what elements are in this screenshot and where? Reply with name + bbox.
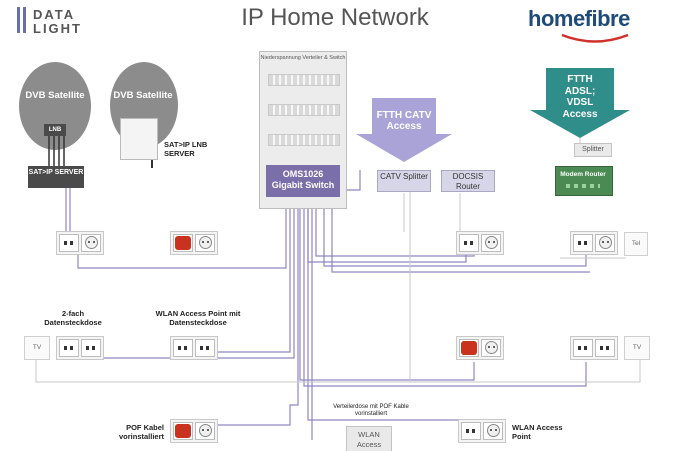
din-rail-1 <box>268 74 340 86</box>
catv-splitter: CATV Splitter <box>377 170 431 192</box>
docsis-router: DOCSIS Router <box>441 170 495 192</box>
wlan-ap-dose-label: WLAN Access Point mit Datensteckdose <box>155 309 241 327</box>
pof-port-icon <box>173 422 193 440</box>
satip-lnb-device <box>120 118 158 160</box>
din-rail-3 <box>268 134 340 146</box>
pof-kabel-label: POF Kabel vorinstalliert <box>118 423 164 441</box>
modem-router-lights-icon <box>566 184 600 188</box>
power-outlet-icon <box>481 339 501 357</box>
page-title: IP Home Network <box>241 4 429 31</box>
datensteckdose-label: 2-fach Datensteckdose <box>44 309 102 327</box>
ftth-catv-label: FTTH CATV Access <box>376 110 432 132</box>
wlan-access-box: WLAN Access <box>346 426 392 451</box>
modem-router-label: Modem Router <box>560 171 606 178</box>
data-port-icon <box>173 339 193 357</box>
data-port-icon <box>573 339 593 357</box>
pof-port-icon <box>173 234 193 252</box>
data-port-icon <box>461 422 481 440</box>
ftth-adsl-label: FTTH ADSL; VDSL Access <box>562 74 598 120</box>
socket-pof-bottom <box>170 419 218 443</box>
socket-pof-lower <box>456 336 504 360</box>
tv-right: TV <box>624 336 650 360</box>
wlan-ap-label: WLAN Access Point <box>512 423 563 441</box>
dvb-satellite-label-1: DVB Satellite <box>25 90 85 101</box>
dvb-satellite-label-2: DVB Satellite <box>113 90 173 101</box>
gigabit-switch: OMS1026 Gigabit Switch <box>266 165 340 197</box>
data-port-icon <box>573 234 593 252</box>
data-port-icon <box>59 339 79 357</box>
datalight-line2: LIGHT <box>33 21 82 36</box>
pof-port-icon <box>459 339 479 357</box>
socket-satip-data <box>56 231 104 255</box>
power-outlet-icon <box>81 234 101 252</box>
socket-datensteckdose <box>56 336 104 360</box>
data-port-icon <box>459 234 479 252</box>
power-outlet-icon <box>195 422 215 440</box>
tel-device: Tel <box>624 232 648 256</box>
modem-router <box>555 166 613 196</box>
homefibre-swoosh-icon <box>561 33 629 43</box>
data-port-icon <box>81 339 101 357</box>
power-outlet-icon <box>483 422 503 440</box>
socket-catv <box>456 231 504 255</box>
socket-wlan-bottom <box>458 419 506 443</box>
satip-lnb-label: SAT>IP LNB SERVER <box>164 140 208 158</box>
distribution-cabinet: Niederspannung Verteiler & Switch OMS102… <box>259 51 347 209</box>
din-rail-2 <box>268 104 340 116</box>
homefibre-logo: homefibre <box>528 6 630 31</box>
lnb-cables-icon <box>48 136 65 166</box>
socket-pof-top <box>170 231 218 255</box>
data-port-icon <box>195 339 215 357</box>
data-port-icon <box>59 234 79 252</box>
tv-left: TV <box>24 336 50 360</box>
verteilerdose-label: Verteilerdose mit POF Kable vorinstallie… <box>333 404 409 417</box>
socket-wlan-ap <box>170 336 218 360</box>
data-port-icon <box>595 339 615 357</box>
socket-right-lower <box>570 336 618 360</box>
datalight-bars-icon <box>17 7 27 33</box>
cabinet-caption: Niederspannung Verteiler & Switch <box>260 55 346 61</box>
splitter-box: Splitter <box>574 143 612 157</box>
ftth-adsl-arrow-icon <box>530 68 630 138</box>
power-outlet-icon <box>595 234 615 252</box>
power-outlet-icon <box>195 234 215 252</box>
power-outlet-icon <box>481 234 501 252</box>
datalight-line1: DATA <box>33 7 76 22</box>
satip-server-box: SAT>IP SERVER <box>28 166 84 188</box>
socket-modem <box>570 231 618 255</box>
ftth-catv-arrow-icon <box>356 98 452 162</box>
lnb-box: LNB <box>44 124 66 136</box>
